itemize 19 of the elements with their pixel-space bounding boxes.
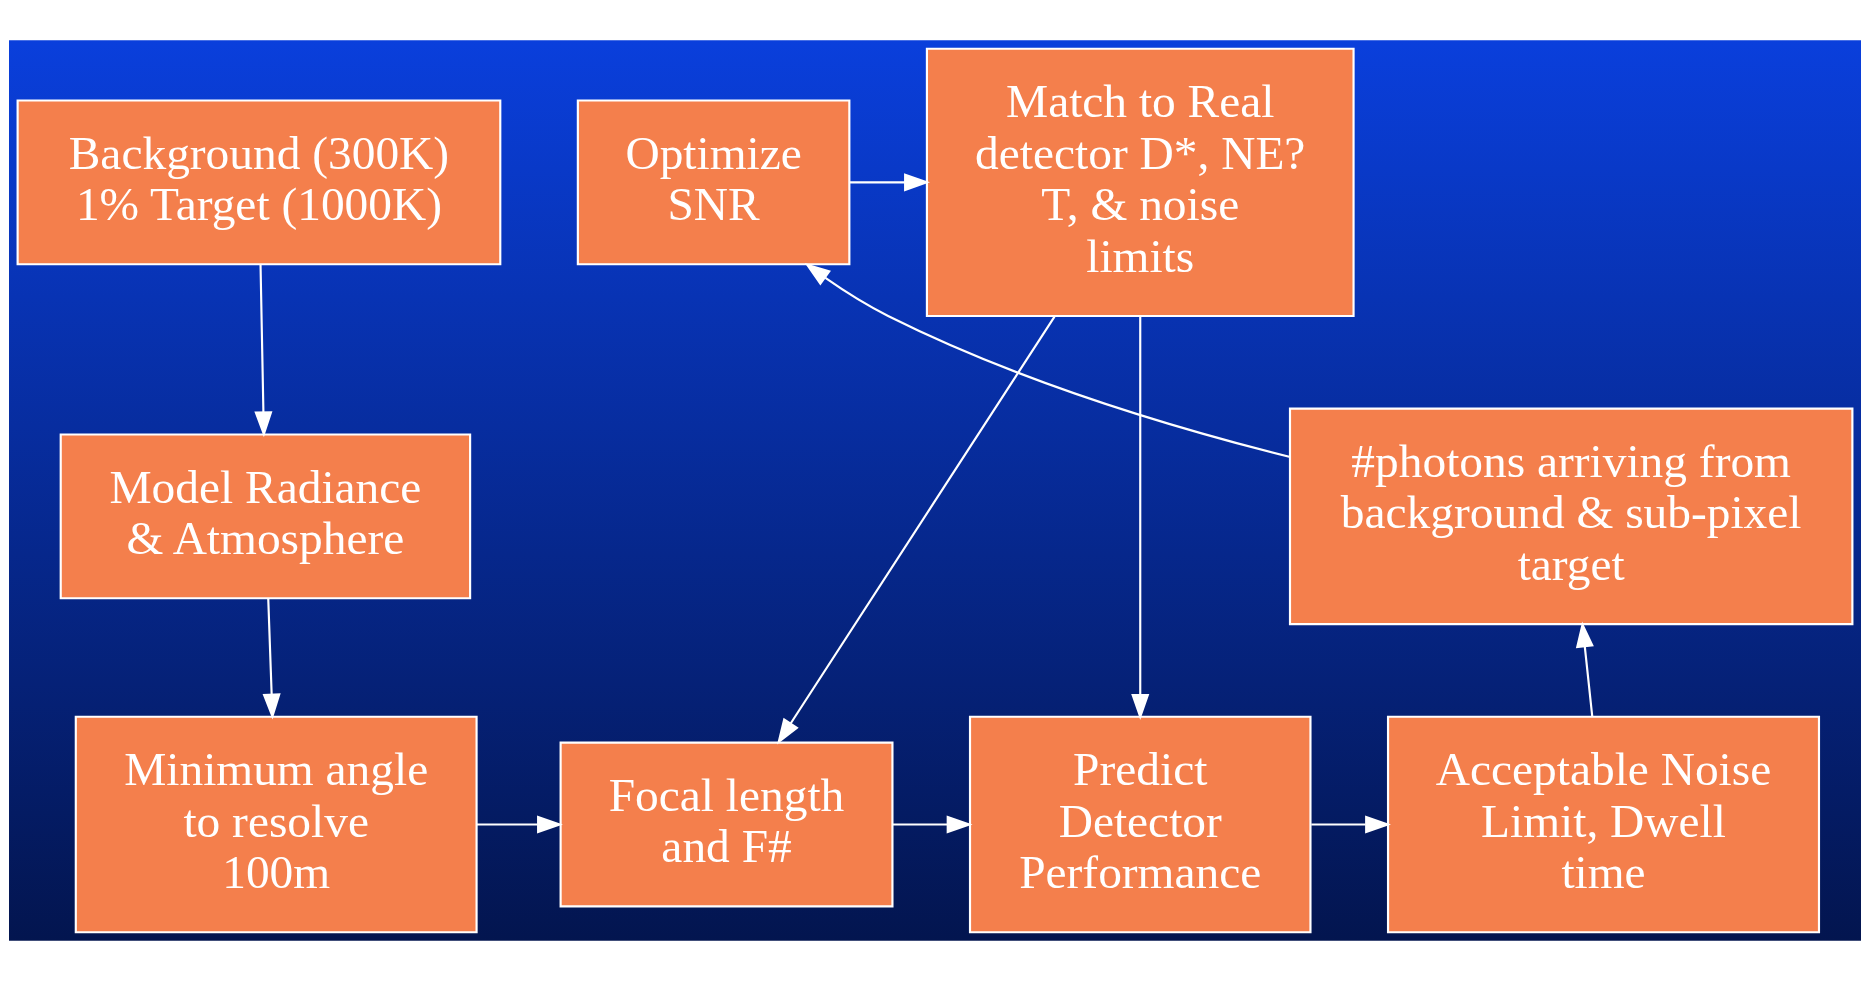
node-box: Minimum angle to resolve 100m bbox=[74, 715, 478, 934]
node-box: Model Radiance & Atmosphere bbox=[59, 433, 471, 600]
node-box: Optimize SNR bbox=[576, 99, 850, 266]
arrow bbox=[848, 173, 930, 192]
arrow bbox=[253, 264, 272, 438]
node-box: Match to Real detector D*, NE? T, & noise limits bbox=[925, 47, 1355, 318]
node-box: Acceptable Noise Limit, Dwell time bbox=[1386, 715, 1820, 934]
arrow bbox=[1575, 621, 1594, 717]
arrow bbox=[262, 598, 281, 720]
node-box: Background (300K) 1% Target (1000K) bbox=[16, 99, 501, 266]
arrow bbox=[1310, 815, 1391, 834]
arrow bbox=[1130, 316, 1149, 720]
node-box: #photons arriving from background & sub-pixel target bbox=[1288, 407, 1853, 626]
node-box: Focal length and F# bbox=[559, 741, 893, 908]
arrow bbox=[804, 262, 1289, 458]
arrow bbox=[776, 316, 1055, 745]
node-box: Predict Detector Performance bbox=[968, 715, 1312, 934]
arrow bbox=[476, 815, 563, 834]
arrow bbox=[892, 815, 973, 834]
